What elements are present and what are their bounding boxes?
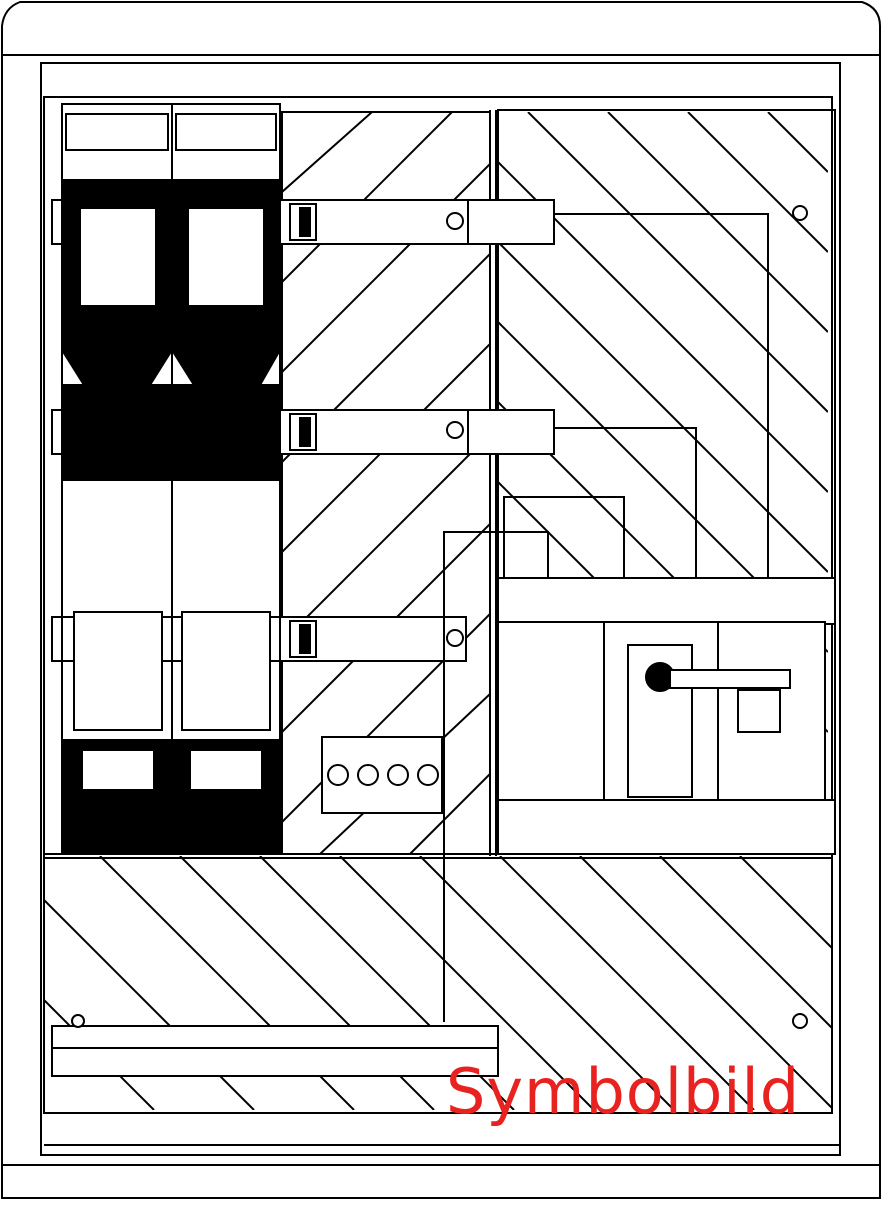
wiring: [443, 213, 769, 1022]
circuit-breaker: [497, 577, 836, 855]
watermark-label: Symbolbild: [446, 1055, 801, 1128]
pe-rail: [51, 1025, 499, 1077]
terminal-block: [321, 736, 443, 814]
fuse-switch-disconnector-right: [171, 103, 281, 853]
fuse-switch-disconnector-left: [61, 103, 173, 853]
circuit-breaker-handle: [645, 662, 791, 733]
mounting-holes: [71, 205, 808, 1029]
